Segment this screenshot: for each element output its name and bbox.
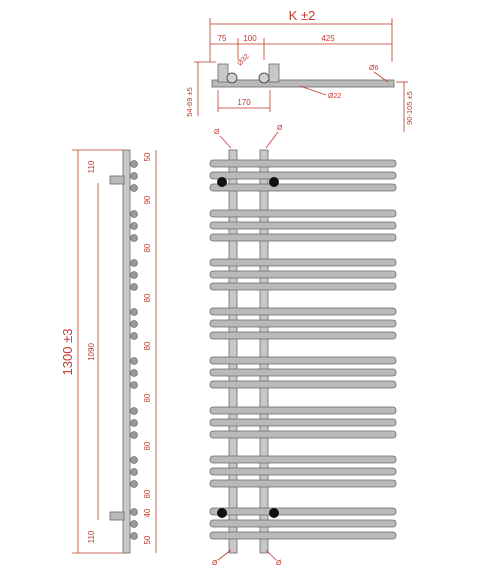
front-view: Ø Ø Ø Ø (209, 125, 397, 567)
front-bar (209, 221, 397, 230)
side-bar-end (130, 520, 138, 528)
connection-top-right (269, 177, 279, 187)
side-bar-end (130, 172, 138, 180)
side-bar-end (130, 160, 138, 168)
side-bar-end (130, 419, 138, 427)
front-bar (209, 380, 397, 389)
spacing-label: 40 (143, 508, 152, 517)
side-bar-end (130, 357, 138, 365)
front-bar (209, 233, 397, 242)
spacing-label: 80 (143, 243, 152, 252)
top-offset: 110 (87, 160, 96, 173)
left-depth: 54-69 ±5 (185, 87, 194, 117)
side-bar-end (130, 271, 138, 279)
front-bar (209, 171, 397, 180)
side-valve-bottom (109, 511, 125, 521)
bottom-offset: 110 (87, 530, 96, 543)
spacing-label: 50 (143, 535, 152, 544)
spacing-label: 90 (143, 195, 152, 204)
front-bar (209, 209, 397, 218)
pipe-left-circle (226, 72, 238, 84)
front-bar (209, 479, 397, 488)
front-bar (209, 319, 397, 328)
front-bar (209, 159, 397, 168)
spacing-label: 80 (143, 293, 152, 302)
side-bar-end (130, 210, 138, 218)
width-label: K ±2 (289, 8, 316, 23)
front-bar (209, 519, 397, 528)
spacing-label: 80 (143, 489, 152, 498)
side-bar-end (130, 332, 138, 340)
side-bar-end (130, 369, 138, 377)
front-bar (209, 467, 397, 476)
pipe-diameter-label: Ø (277, 125, 283, 132)
front-bar (209, 183, 397, 192)
spacing-label: 50 (143, 152, 152, 161)
side-spacing-labels: 50 90 80 80 80 80 80 80 40 50 (143, 152, 152, 544)
front-bar (209, 282, 397, 291)
front-bar (209, 270, 397, 279)
side-bar-end (130, 320, 138, 328)
connection-top-left (217, 177, 227, 187)
front-bar (209, 406, 397, 415)
side-collector (122, 149, 131, 554)
valve-right (268, 63, 280, 83)
front-bar (209, 258, 397, 267)
radiator-top-body (211, 79, 395, 88)
side-bar-end (130, 234, 138, 242)
total-height: 1300 ±3 (60, 329, 75, 376)
spacing-label: 80 (143, 393, 152, 402)
side-view: 1300 ±3 1090 110 110 50 90 80 80 80 80 8… (60, 149, 157, 554)
spacing-label: 80 (143, 441, 152, 450)
side-bar-end (130, 222, 138, 230)
side-bar-end (130, 431, 138, 439)
connection-bottom-left (217, 508, 227, 518)
front-bar (209, 331, 397, 340)
side-bar-end (130, 381, 138, 389)
valve-left (217, 63, 229, 83)
side-bar-end (130, 308, 138, 316)
front-collector-right (259, 149, 269, 554)
front-bar (209, 418, 397, 427)
front-bar (209, 455, 397, 464)
side-bar-end (130, 508, 138, 516)
side-bar-end (130, 259, 138, 267)
pipe-diameter-label: Ø (212, 560, 218, 567)
side-bar-end (130, 407, 138, 415)
side-bar-ends (130, 160, 138, 540)
pipe-diameter-label: Ø (214, 129, 220, 136)
diameter-6: Ø6 (369, 65, 378, 72)
dim-100: 100 (243, 34, 257, 43)
front-bars (209, 159, 397, 540)
spacing-label: 80 (143, 341, 152, 350)
connection-bottom-right (269, 508, 279, 518)
top-view: K ±2 75 100 425 Ø32 Ø6 Ø22 170 54-69 ±5 … (185, 8, 414, 132)
dim-425: 425 (321, 34, 335, 43)
front-bar (209, 307, 397, 316)
side-valve-top (109, 175, 125, 185)
side-bar-end (130, 283, 138, 291)
inner-height: 1090 (87, 343, 96, 361)
diameter-22: Ø22 (328, 93, 341, 100)
front-bar (209, 430, 397, 439)
pipe-right-circle (258, 72, 270, 84)
front-bar (209, 531, 397, 540)
dim-75: 75 (218, 34, 227, 43)
side-bar-end (130, 184, 138, 192)
front-bar (209, 356, 397, 365)
side-bar-end (130, 532, 138, 540)
dim-170: 170 (237, 98, 251, 107)
pipe-diameter-label: Ø (276, 560, 282, 567)
front-collector-left (228, 149, 238, 554)
right-depth: 90-105 ±5 (405, 91, 414, 125)
side-bar-end (130, 480, 138, 488)
front-bar (209, 368, 397, 377)
diameter-32: Ø32 (236, 53, 250, 67)
side-bar-end (130, 456, 138, 464)
side-bar-end (130, 468, 138, 476)
front-bar (209, 507, 397, 516)
